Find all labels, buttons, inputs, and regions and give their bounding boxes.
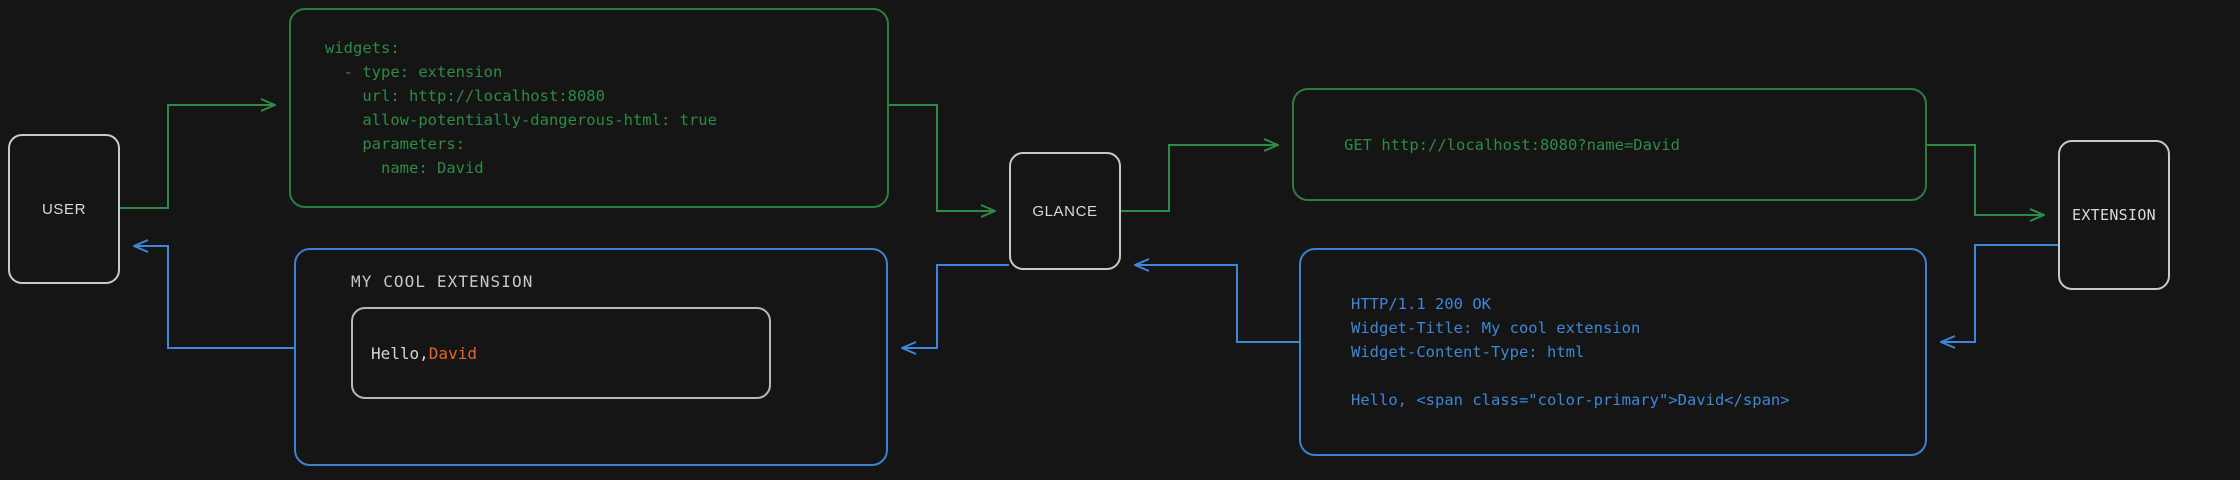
widget-body-accent-name: David [428,343,477,363]
edge-response-to-glance [1135,265,1299,343]
edge-widget-to-user [134,246,294,349]
edge-glance-to-request [1121,145,1278,212]
node-glance-label: GLANCE [1032,202,1098,220]
node-user[interactable]: USER [8,134,120,284]
yaml-config-text: widgets: - type: extension url: http://l… [325,39,717,177]
node-extension-label: EXTENSION [2072,206,2156,224]
panel-rendered-widget: MY COOL EXTENSION Hello, David [294,248,888,466]
panel-http-response: HTTP/1.1 200 OK Widget-Title: My cool ex… [1299,248,1927,456]
widget-body-card: Hello, David [351,307,771,399]
edge-extension-to-response [1941,244,2058,342]
node-extension[interactable]: EXTENSION [2058,140,2170,290]
node-user-label: USER [41,200,87,218]
edge-request-to-extension [1927,144,2044,215]
edge-config-to-glance [889,104,995,211]
http-response-text: HTTP/1.1 200 OK Widget-Title: My cool ex… [1351,295,1790,409]
panel-http-request: GET http://localhost:8080?name=David [1292,88,1927,201]
widget-preview: MY COOL EXTENSION Hello, David [296,250,886,399]
widget-body-prefix: Hello, [371,343,429,363]
edge-user-to-config [120,105,275,209]
panel-yaml-config: widgets: - type: extension url: http://l… [289,8,889,208]
edge-glance-to-widget [902,264,1009,348]
http-request-text: GET http://localhost:8080?name=David [1344,135,1680,154]
widget-title: MY COOL EXTENSION [351,272,534,291]
node-glance[interactable]: GLANCE [1009,152,1121,270]
